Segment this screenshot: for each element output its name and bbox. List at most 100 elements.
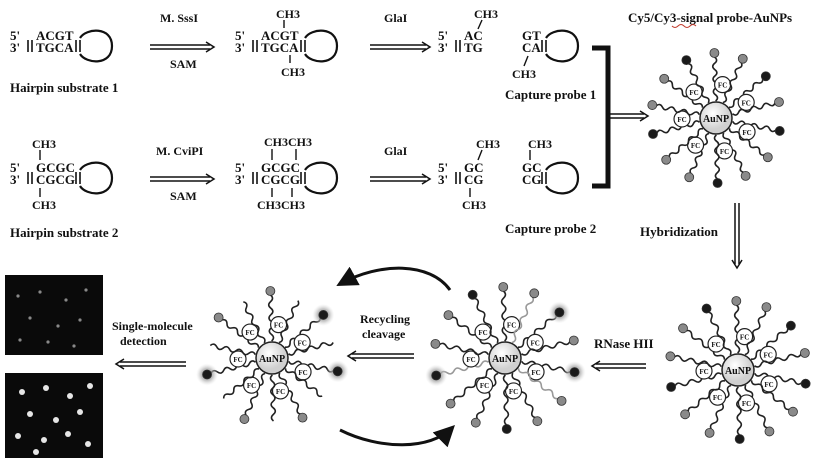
cy5-dot xyxy=(713,178,722,187)
cp1-prime3: 3' xyxy=(438,40,448,55)
cy5-dot xyxy=(333,367,342,376)
capture-probe-2-label: Capture probe 2 xyxy=(505,221,596,236)
cy3-dot xyxy=(800,349,809,358)
recycling-label-2: cleavage xyxy=(362,327,406,341)
cy3-dot xyxy=(648,101,657,110)
fluorescent-spot xyxy=(41,437,47,443)
aunp-recycling: FCFCFCFCFCFCFCAuNP xyxy=(425,283,585,434)
cy5-dot xyxy=(801,379,810,388)
fc-label: FC xyxy=(691,142,700,150)
fc-label: FC xyxy=(247,382,256,390)
cy5-dot xyxy=(649,130,658,139)
cy3-dot xyxy=(431,339,440,348)
fluorescent-spot xyxy=(18,338,21,341)
cy3-dot xyxy=(679,324,688,333)
cy3-dot xyxy=(788,407,797,416)
capture-probe-1-label: Capture probe 1 xyxy=(505,87,596,102)
fluorescent-spot xyxy=(16,294,19,297)
row1-stem-bottom: TGCA xyxy=(36,40,74,55)
row2-methyl-pair-bottom: CH3CH3 xyxy=(257,198,305,212)
fluorescent-spot xyxy=(56,324,59,327)
cy3-dot xyxy=(471,418,480,427)
fluorescent-spot xyxy=(53,417,59,423)
cy3-dot xyxy=(774,97,783,106)
aunp-signal-probe: FCFCFCFCFCFCFCAuNP xyxy=(648,49,784,188)
probe-strand xyxy=(714,135,719,179)
detection-panel-before xyxy=(5,275,103,355)
fc-label: FC xyxy=(677,116,686,124)
row1-step2: GlaI xyxy=(370,11,430,52)
fc-label: FC xyxy=(699,368,708,376)
cy3-dot xyxy=(266,287,275,296)
aunp-label: AuNP xyxy=(703,114,729,125)
cy3-dot xyxy=(557,396,566,405)
cy3-dot xyxy=(762,303,771,312)
row2-methylated: CH3CH3 5' 3' GCGC CGCG CH3CH3 xyxy=(235,135,337,212)
cy3-dot xyxy=(662,155,671,164)
row1-methyl-top: CH3 xyxy=(276,7,300,21)
fc-label: FC xyxy=(720,148,729,156)
cy3-dot xyxy=(765,427,774,436)
hairpin-loop-icon xyxy=(305,163,337,194)
fc-label: FC xyxy=(509,388,518,396)
probe-strand xyxy=(269,295,274,341)
row1-enzyme1: M. SssI xyxy=(160,11,198,25)
fluorescent-spot xyxy=(38,290,41,293)
aunp-label: AuNP xyxy=(259,354,285,365)
cy5-dot xyxy=(319,310,328,319)
cy3-dot xyxy=(660,74,669,83)
cp2-hp-methyl: CH3 xyxy=(528,137,552,151)
fluorescent-spot xyxy=(67,393,73,399)
fluorescent-spot xyxy=(28,316,31,319)
cy5-dot xyxy=(502,424,511,433)
fluorescent-spot xyxy=(19,389,25,395)
cy5-dot xyxy=(570,368,579,377)
double-arrow-icon xyxy=(206,42,214,52)
cy5-dot xyxy=(203,370,212,379)
cy5-dot xyxy=(786,321,795,330)
cy3-dot xyxy=(446,399,455,408)
probe-strand xyxy=(503,375,508,425)
aunp-hybridized: FCFCFCFCFCFCFCAuNP xyxy=(666,297,810,444)
row1-substrate: 5' 3' ACGT TGCA Hairpin substrate 1 xyxy=(10,28,118,95)
cy5-dot xyxy=(682,56,691,65)
cp1-hp-methyl: CH3 xyxy=(512,67,536,81)
recycle-top-arrow xyxy=(340,268,450,290)
row1-prime3: 3' xyxy=(10,40,20,55)
probe-strand xyxy=(270,375,275,421)
double-arrow-left-icon xyxy=(592,361,600,371)
row1-methyl-bottom: CH3 xyxy=(281,65,305,79)
double-arrow-icon xyxy=(206,174,214,184)
combine-bracket xyxy=(592,48,608,186)
double-arrow-down-icon xyxy=(732,260,742,268)
probe-strand xyxy=(439,343,488,354)
probe-strand xyxy=(674,356,721,367)
fc-label: FC xyxy=(711,341,720,349)
aunp-label: AuNP xyxy=(725,366,751,377)
row2-m-stem-bottom: CGCG xyxy=(261,172,300,187)
fluorescent-spot xyxy=(33,449,39,455)
cy5-dot xyxy=(775,126,784,135)
hybridization-label: Hybridization xyxy=(640,224,719,239)
cy3-dot xyxy=(681,410,690,419)
row2-methyl-top: CH3 xyxy=(32,137,56,151)
probe-strand xyxy=(502,291,507,341)
cy3-dot xyxy=(666,352,675,361)
cy5-dot xyxy=(761,72,770,81)
double-arrow-left-icon xyxy=(348,351,356,361)
fluorescent-spot xyxy=(64,298,67,301)
row2-methyl-bottom: CH3 xyxy=(32,198,56,212)
cy5-dot xyxy=(555,308,564,317)
fc-label: FC xyxy=(742,129,751,137)
detection-label-2: detection xyxy=(120,334,167,348)
double-arrow-icon xyxy=(422,42,430,52)
row1-step1: M. SssI SAM xyxy=(150,11,214,71)
fluorescent-spot xyxy=(72,344,75,347)
fc-label: FC xyxy=(478,329,487,337)
fluorescent-spot xyxy=(43,385,49,391)
cp2-hp-bottom: CG xyxy=(522,172,542,187)
row2-enzyme2: GlaI xyxy=(384,144,408,158)
double-arrow-left-icon xyxy=(116,359,124,369)
